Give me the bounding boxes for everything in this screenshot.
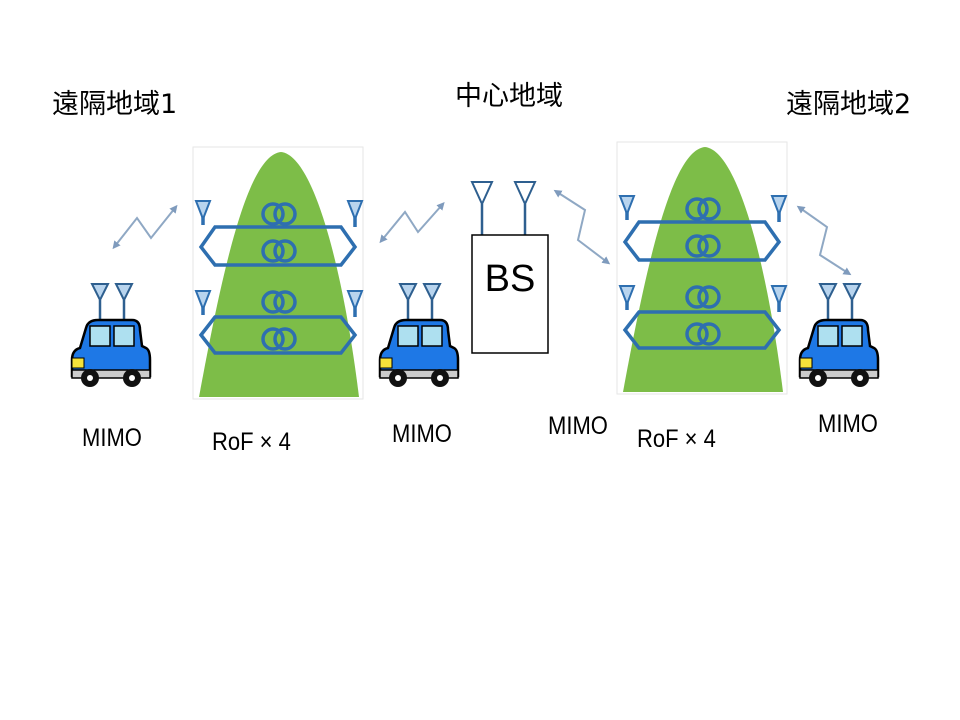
car-center-icon <box>378 282 460 389</box>
caption-mimo-car1: MIMO <box>82 424 142 452</box>
car-remote2-icon <box>798 282 880 389</box>
bs-antenna-icon <box>470 181 537 207</box>
bs-label: BS <box>485 258 536 300</box>
caption-mimo-bs: MIMO <box>548 412 608 440</box>
rof-module-remote1 <box>191 145 365 401</box>
wireless-link-arrow-3 <box>553 189 611 265</box>
wireless-link-arrow-4 <box>796 205 852 276</box>
caption-mimo-car3: MIMO <box>818 410 878 438</box>
caption-rof1: RoF × 4 <box>212 428 291 456</box>
caption-rof2: RoF × 4 <box>637 425 716 453</box>
region-title-remote2: 遠隔地域2 <box>786 89 912 120</box>
caption-mimo-car2: MIMO <box>392 420 452 448</box>
rof-module-remote2 <box>615 140 789 396</box>
car-remote1-icon <box>70 282 152 389</box>
wireless-link-arrow-2 <box>379 202 445 244</box>
region-title-center: 中心地域 <box>455 81 563 112</box>
wireless-link-arrow-1 <box>112 204 178 250</box>
base-station: BS <box>470 181 549 354</box>
region-title-remote1: 遠隔地域1 <box>52 89 178 120</box>
